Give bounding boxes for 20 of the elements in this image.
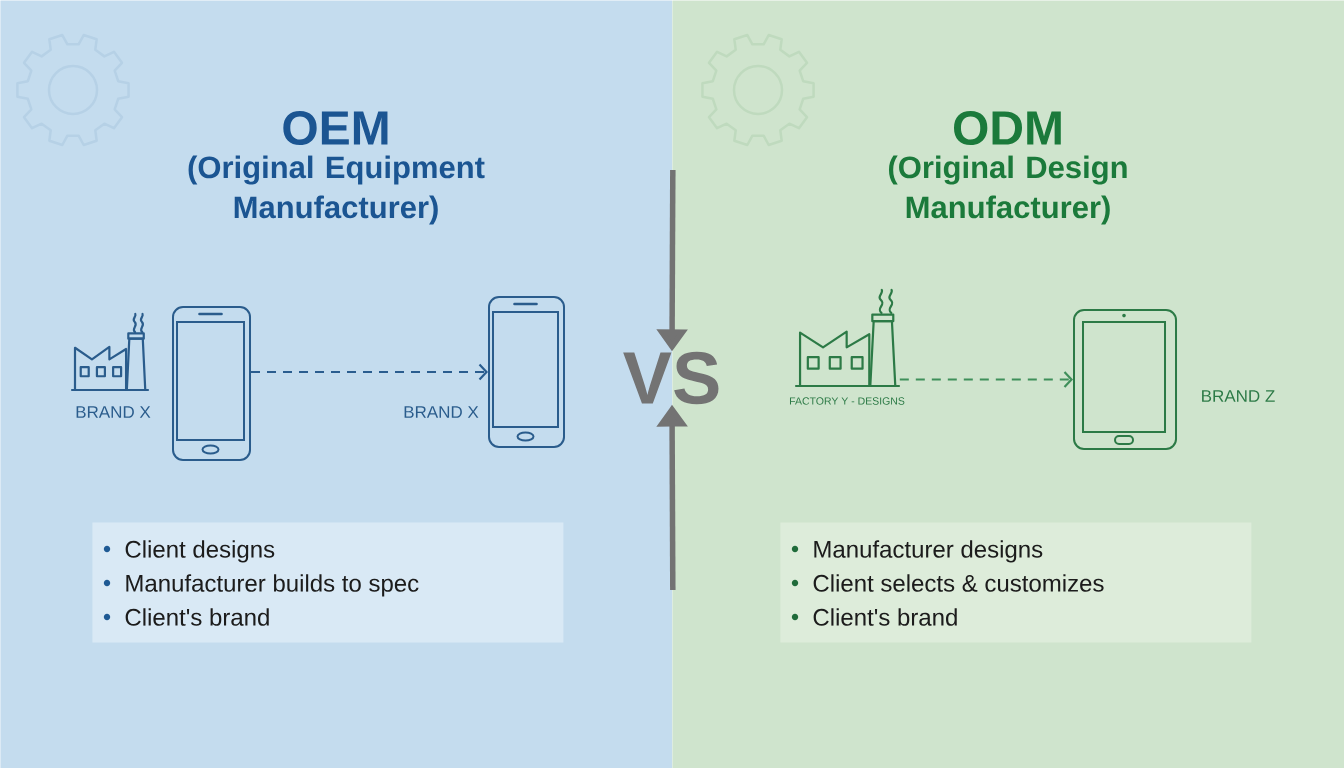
node-label: BRAND X — [404, 406, 479, 418]
dashed-arrow — [899, 371, 1073, 388]
node-label: BRAND X — [76, 406, 151, 418]
heading: ODM — [954, 111, 1061, 145]
list-item: Client's brand — [813, 608, 957, 626]
node-label: FACTORY Y - DESIGNS — [790, 397, 905, 405]
node-label: BRAND Z — [1202, 390, 1275, 402]
bullet-list — [780, 522, 1252, 643]
heading: OEM — [283, 111, 388, 145]
list-item: Manufacturer designs — [814, 540, 1043, 563]
list-item: Client selects & customizes — [813, 574, 1104, 592]
dashed-arrow — [251, 363, 488, 381]
comparison-label: VS — [623, 351, 719, 405]
bullet-list — [92, 522, 564, 643]
list-item: Manufacturer builds to spec — [126, 574, 419, 597]
list-item: Client designs — [125, 540, 275, 563]
subheading: (Original Design Manufacturer) — [889, 155, 1127, 225]
list-item: Client's brand — [125, 608, 269, 626]
subheading: (Original Equipment Manufacturer) — [188, 155, 485, 225]
smartphone-icon — [172, 306, 251, 461]
